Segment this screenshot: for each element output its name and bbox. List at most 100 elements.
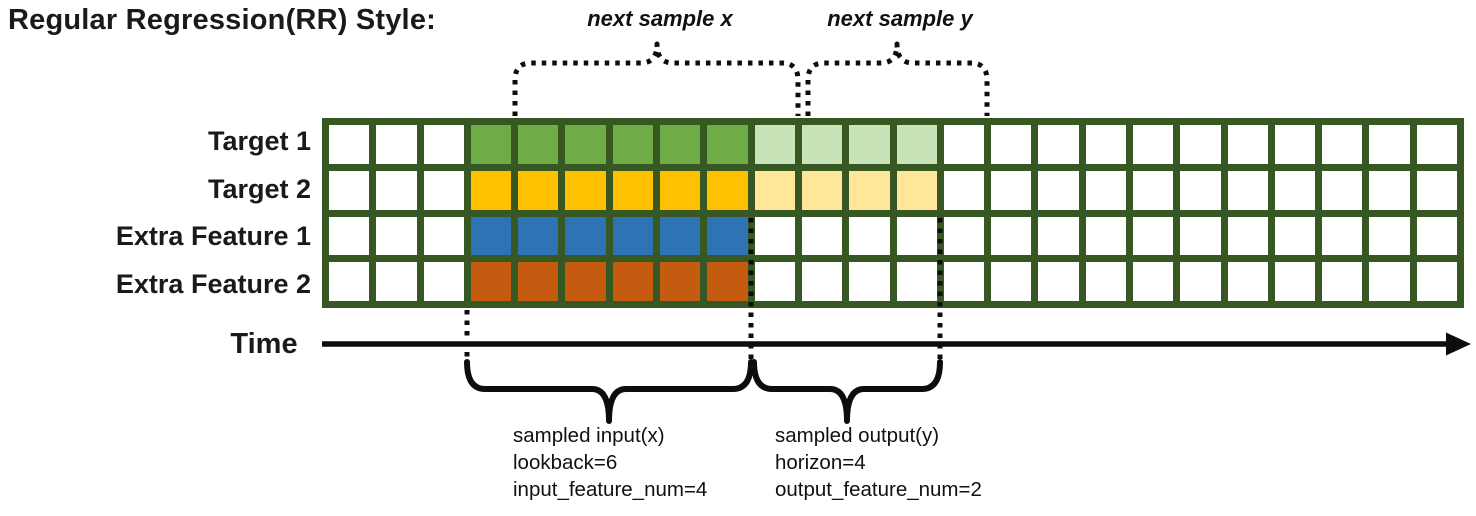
grid-cell <box>1274 262 1316 301</box>
grid-cell <box>1085 170 1126 210</box>
grid-cell <box>1274 125 1316 164</box>
grid-cell <box>943 125 985 164</box>
grid-cell <box>565 170 606 210</box>
grid-cell <box>707 216 748 256</box>
grid-cell <box>1085 125 1126 164</box>
grid-cell <box>1180 216 1221 256</box>
grid-cell <box>1322 216 1363 256</box>
grid-cell <box>1085 216 1126 256</box>
grid-cell <box>470 262 512 301</box>
grid-cell <box>1038 125 1079 164</box>
grid-cell <box>1369 216 1410 256</box>
grid-cell <box>329 262 370 301</box>
grid-cell <box>1416 170 1457 210</box>
grid-cell <box>329 125 370 164</box>
sampled-output-brace <box>751 359 943 424</box>
grid-cell <box>754 170 795 210</box>
sampled-input-brace <box>464 359 754 424</box>
grid-cell <box>1227 170 1268 210</box>
grid-cell <box>470 216 512 256</box>
grid-cell <box>801 216 843 256</box>
row-label: Extra Feature 1 <box>115 221 311 252</box>
grid-cell <box>707 125 748 164</box>
grid-cell <box>612 125 654 164</box>
grid-cell <box>376 216 417 256</box>
row-label: Target 2 <box>207 173 311 204</box>
grid-cell <box>376 170 417 210</box>
grid-cell <box>1416 216 1457 256</box>
grid-cell <box>754 216 795 256</box>
grid-cell <box>612 262 654 301</box>
grid-cell <box>896 262 937 301</box>
grid-cell <box>1322 125 1363 164</box>
grid-cell <box>1369 262 1410 301</box>
next-sample-y-label: next sample y <box>827 6 973 31</box>
grid-cell <box>1227 262 1268 301</box>
grid-cell <box>943 262 985 301</box>
grid-cell <box>943 170 985 210</box>
sampled-output-caption: sampled output(y) horizon=4 output_featu… <box>775 422 982 503</box>
grid-cell <box>991 170 1032 210</box>
grid-cell <box>1369 125 1410 164</box>
grid-cell <box>849 125 890 164</box>
grid-cell <box>1416 125 1457 164</box>
grid-cell <box>1132 216 1174 256</box>
grid-cell <box>470 170 512 210</box>
grid-cell <box>801 125 843 164</box>
grid-cell <box>707 262 748 301</box>
grid-cell <box>849 216 890 256</box>
next-sample-x-label: next sample x <box>587 6 733 31</box>
grid-cell <box>518 125 559 164</box>
grid-cell <box>801 262 843 301</box>
grid-cell <box>423 170 464 210</box>
grid-cell <box>376 125 417 164</box>
grid-cell <box>754 125 795 164</box>
grid-cell <box>754 262 795 301</box>
sampled-output-title: sampled output(y) <box>775 424 940 447</box>
grid-cell <box>329 170 370 210</box>
grid-cell <box>423 262 464 301</box>
sampled-input-title: sampled input(x) <box>513 424 665 447</box>
grid-cell <box>1180 170 1221 210</box>
grid-cell <box>660 170 701 210</box>
grid-cell <box>470 125 512 164</box>
grid-cell <box>423 125 464 164</box>
grid-cell <box>849 170 890 210</box>
grid-cell <box>565 125 606 164</box>
page-title: Regular Regression(RR) Style: <box>8 4 436 36</box>
next-sample-y-brace <box>805 41 990 116</box>
grid-cell <box>896 125 937 164</box>
grid-cell <box>329 216 370 256</box>
time-axis-label: Time <box>230 328 298 360</box>
grid-cell <box>991 125 1032 164</box>
grid-cell <box>1322 262 1363 301</box>
grid-cell <box>896 170 937 210</box>
grid-cell <box>660 125 701 164</box>
grid-cell <box>1038 170 1079 210</box>
sample-grid <box>322 118 1464 308</box>
grid-cell <box>896 216 937 256</box>
grid-cell <box>991 262 1032 301</box>
grid-cell <box>1180 125 1221 164</box>
row-label: Target 1 <box>207 126 311 157</box>
input-feature-num-value: input_feature_num=4 <box>513 478 708 501</box>
grid-cell <box>565 262 606 301</box>
grid-cell <box>518 170 559 210</box>
grid-cell <box>660 216 701 256</box>
grid-cell <box>1227 125 1268 164</box>
grid-cell <box>612 170 654 210</box>
grid-cell <box>1085 262 1126 301</box>
grid-cell <box>1132 125 1174 164</box>
grid-cell <box>1274 170 1316 210</box>
grid-cell <box>991 216 1032 256</box>
sampled-input-caption: sampled input(x) lookback=6 input_featur… <box>513 422 707 503</box>
grid-cell <box>1038 216 1079 256</box>
horizon-value: horizon=4 <box>775 451 866 474</box>
row-labels: Target 1 Target 2 Extra Feature 1 Extra Fea… <box>0 118 311 308</box>
grid-cell <box>1180 262 1221 301</box>
grid-cell <box>1227 216 1268 256</box>
row-label: Extra Feature 2 <box>115 268 311 299</box>
grid-cell <box>1132 170 1174 210</box>
grid-cell <box>1274 216 1316 256</box>
grid-cell <box>1416 262 1457 301</box>
